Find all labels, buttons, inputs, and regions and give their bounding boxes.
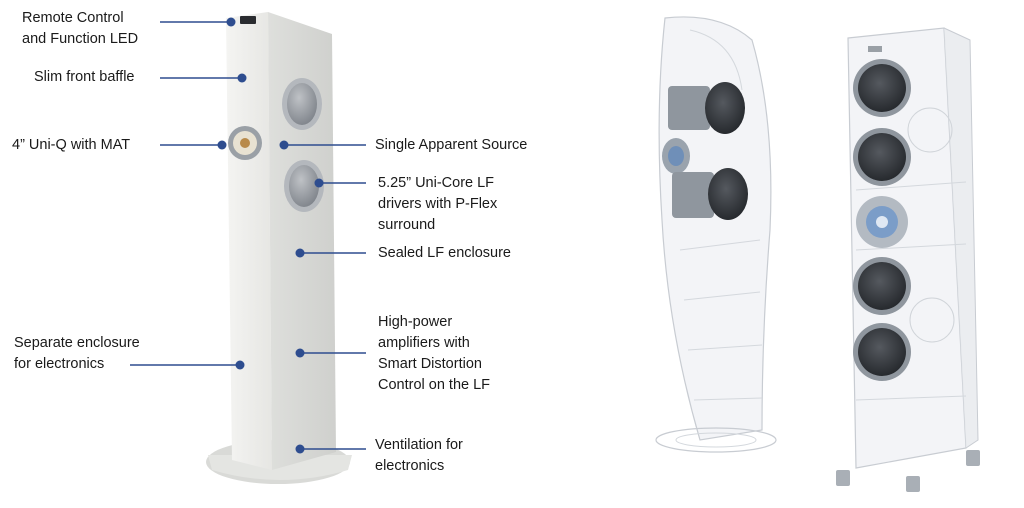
ghost-driver-2 — [708, 168, 748, 220]
tower-badge — [868, 46, 882, 52]
callout-dot-amplifiers — [295, 348, 305, 358]
remote-sensor — [240, 16, 256, 24]
tower-driver-3 — [858, 262, 906, 310]
ghost-base — [655, 427, 777, 453]
ghost-base-inner — [675, 432, 757, 448]
callout-dot-source — [279, 140, 289, 150]
tower-port-1 — [907, 107, 953, 153]
label-single-source: Single Apparent Source — [375, 137, 528, 153]
callout-dot-baffle — [237, 73, 247, 83]
tower-foot-3 — [966, 450, 980, 466]
callout-dot-separate — [235, 360, 245, 370]
tower-bracing — [855, 181, 967, 401]
lf-driver-upper — [287, 83, 317, 125]
ghost-driver-1 — [705, 82, 745, 134]
ghost-cabinet-bracing — [679, 29, 763, 401]
ghost-cabinet-outline — [658, 16, 772, 441]
ghost-uniq — [668, 146, 684, 166]
ghost-driver-1-basket — [668, 86, 710, 130]
callout-dot-remote — [226, 17, 236, 27]
label-uniq: 4” Uni-Q with MAT — [12, 137, 131, 153]
lf-driver-lower — [289, 165, 319, 207]
callout-dot-uniq — [217, 140, 227, 150]
tower-side-outline — [943, 27, 979, 449]
tower-driver-1 — [858, 64, 906, 112]
tower-foot-1 — [836, 470, 850, 486]
speaker-ghost-curved — [655, 16, 777, 453]
label-front-baffle: Slim front baffle — [34, 69, 135, 85]
tower-port-2 — [909, 297, 955, 343]
callout-dot-sealed — [295, 248, 305, 258]
ghost-driver-2-basket — [672, 172, 714, 218]
callouts — [130, 17, 366, 454]
speaker-side-panel — [268, 12, 336, 470]
uniq-tweeter — [240, 138, 250, 148]
tower-driver-2 — [858, 133, 906, 181]
label-sealed-lf: Sealed LF enclosure — [378, 245, 511, 261]
speaker-ghost-tower — [836, 27, 980, 492]
tower-foot-2 — [906, 476, 920, 492]
callout-dot-ventilation — [295, 444, 305, 454]
speaker-main — [206, 12, 352, 484]
speaker-front-baffle — [226, 12, 272, 470]
callout-dot-unicore — [314, 178, 324, 188]
tower-driver-4 — [858, 328, 906, 376]
tower-uniq-tweeter — [876, 216, 888, 228]
